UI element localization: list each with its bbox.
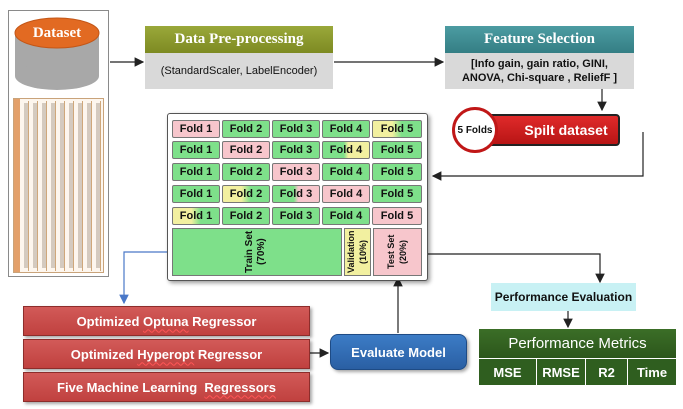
fold-r4-c2: Fold 2 bbox=[222, 185, 270, 203]
fold-r5-c2: Fold 2 bbox=[222, 207, 270, 225]
validation-block: Validation (10%) bbox=[344, 228, 371, 276]
fold-r5-c4: Fold 4 bbox=[322, 207, 370, 225]
fold-r3-c2: Fold 2 bbox=[222, 163, 270, 181]
evaluate-model-box: Evaluate Model bbox=[330, 334, 467, 370]
hyperopt-regressor-name: Hyperopt bbox=[137, 346, 195, 362]
fold-r3-c5: Fold 5 bbox=[372, 163, 422, 181]
fold-r1-c3: Fold 3 bbox=[272, 120, 320, 138]
fold-r5-c5: Fold 5 bbox=[372, 207, 422, 225]
database-cylinder-icon bbox=[14, 17, 100, 90]
five-regressors-prefix: Five Machine Learning bbox=[57, 379, 205, 395]
fold-r1-c1: Fold 1 bbox=[172, 120, 220, 138]
optuna-regressor-suffix: Regressor bbox=[188, 313, 257, 329]
arrow-testset-to-performance bbox=[424, 253, 605, 284]
performance-metrics-header: Performance Metrics bbox=[479, 329, 676, 358]
hyperopt-regressor-prefix: Optimized bbox=[70, 346, 138, 362]
fold-r2-c1: Fold 1 bbox=[172, 141, 220, 159]
dataset-label: Dataset bbox=[32, 25, 82, 41]
five-regressors-name: Regressors bbox=[204, 379, 276, 395]
fold-r2-c2: Fold 2 bbox=[222, 141, 270, 159]
preprocessing-detail: (StandardScaler, LabelEncoder) bbox=[145, 53, 333, 89]
optuna-regressor-box: Optimized Optuna Regressor bbox=[23, 306, 310, 336]
folds-count-circle: 5 Folds bbox=[452, 107, 498, 153]
metric-r2: R2 bbox=[586, 359, 628, 385]
performance-evaluation-box: Performance Evaluation bbox=[491, 283, 636, 311]
fold-r1-c5: Fold 5 bbox=[372, 120, 422, 138]
fold-r1-c2: Fold 2 bbox=[222, 120, 270, 138]
fold-r5-c3: Fold 3 bbox=[272, 207, 320, 225]
hyperopt-regressor-suffix: Regressor bbox=[194, 346, 263, 362]
hyperopt-regressor-box: Optimized Hyperopt Regressor bbox=[23, 339, 310, 369]
folds-count-label: 5 Folds bbox=[457, 124, 493, 136]
fold-r4-c5: Fold 5 bbox=[372, 185, 422, 203]
split-dataset-title: Spilt dataset bbox=[524, 122, 608, 138]
test-set-block: Test Set (20%) bbox=[373, 228, 422, 276]
fold-r4-c1: Fold 1 bbox=[172, 185, 220, 203]
arrow-folds-to-regressors bbox=[119, 251, 175, 305]
validation-label: Validation (10%) bbox=[346, 230, 368, 274]
fold-r4-c4: Fold 4 bbox=[322, 185, 370, 203]
optuna-regressor-prefix: Optimized bbox=[76, 313, 144, 329]
metric-time: Time bbox=[628, 359, 676, 385]
arrow-split-to-folds bbox=[431, 132, 644, 181]
optuna-regressor-name: Optuna bbox=[143, 313, 189, 329]
fold-r3-c1: Fold 1 bbox=[172, 163, 220, 181]
five-regressors-box: Five Machine Learning Regressors bbox=[23, 372, 310, 402]
dataset-table-thumbnail bbox=[13, 98, 104, 273]
metric-rmse: RMSE bbox=[537, 359, 586, 385]
train-set-block: Train Set (70%) bbox=[172, 228, 342, 276]
preprocessing-header: Data Pre-processing bbox=[145, 26, 333, 53]
fold-r1-c4: Fold 4 bbox=[322, 120, 370, 138]
feature-selection-detail-line1: [Info gain, gain ratio, GINI, bbox=[471, 58, 608, 70]
metric-mse: MSE bbox=[479, 359, 537, 385]
fold-r2-c3: Fold 3 bbox=[272, 141, 320, 159]
test-set-label: Test Set (20%) bbox=[385, 234, 408, 270]
feature-selection-header: Feature Selection bbox=[445, 26, 634, 53]
fold-r3-c4: Fold 4 bbox=[322, 163, 370, 181]
feature-selection-detail: [Info gain, gain ratio, GINI, ANOVA, Chi… bbox=[445, 53, 634, 89]
fold-r4-c3: Fold 3 bbox=[272, 185, 320, 203]
fold-r2-c4: Fold 4 bbox=[322, 141, 370, 159]
train-set-label: Train Set (70%) bbox=[244, 230, 267, 274]
split-dataset-bar: Spilt dataset bbox=[476, 114, 620, 146]
fold-r3-c3: Fold 3 bbox=[272, 163, 320, 181]
fold-r5-c1: Fold 1 bbox=[172, 207, 220, 225]
feature-selection-detail-line2: ANOVA, Chi-square , ReliefF ] bbox=[461, 72, 618, 84]
fold-r2-c5: Fold 5 bbox=[372, 141, 422, 159]
